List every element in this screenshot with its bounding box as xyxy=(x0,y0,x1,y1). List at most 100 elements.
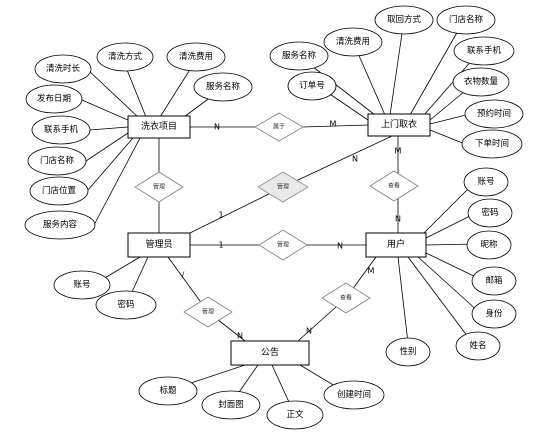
attr-pickup-service-name[interactable]: 服务名称 xyxy=(269,41,329,71)
rel-user-pickup[interactable]: 查看 xyxy=(369,170,419,202)
attr-laundry-service-content[interactable]: 服务内容 xyxy=(24,210,96,240)
card-admin-user-user: N xyxy=(337,242,343,251)
attr-user-email[interactable]: 邮箱 xyxy=(471,266,517,296)
attr-user-identity[interactable]: 身份 xyxy=(471,299,517,329)
entity-label: 管理员 xyxy=(145,238,172,250)
attribute-label: 密码 xyxy=(117,299,134,310)
attribute-label: 清洗方式 xyxy=(108,51,143,62)
entity-laundry-item[interactable]: 洗衣项目 xyxy=(127,115,191,139)
attr-pickup-wash-fee[interactable]: 清洗费用 xyxy=(323,27,383,57)
entity-label: 洗衣项目 xyxy=(141,120,177,132)
card-admin-notice-notice: N xyxy=(237,332,243,341)
entity-admin[interactable]: 管理员 xyxy=(127,232,191,258)
relationship-label: 查看 xyxy=(388,182,400,190)
attribute-label: 下单时间 xyxy=(475,138,509,149)
rel-admin-user[interactable]: 管理 xyxy=(258,229,308,261)
attribute-label: 服务内容 xyxy=(43,219,78,230)
attribute-label: 联系手机 xyxy=(467,45,502,56)
attribute-label: 清洗费用 xyxy=(179,51,213,62)
relationship-label: 管理 xyxy=(277,183,289,191)
card-user-notice-user: M xyxy=(368,267,375,276)
attr-laundry-wash-method[interactable]: 清洗方式 xyxy=(96,42,154,72)
attr-notice-created-time[interactable]: 创建时间 xyxy=(323,380,385,410)
rel-admin-pickup[interactable]: 管理 xyxy=(257,171,309,203)
attr-laundry-wash-duration[interactable]: 清洗时长 xyxy=(34,54,92,84)
attr-pickup-store-name[interactable]: 门店名称 xyxy=(436,5,496,35)
attr-notice-cover-image[interactable]: 封面图 xyxy=(201,390,261,420)
attribute-label: 清洗时长 xyxy=(46,63,81,74)
attr-laundry-store-name[interactable]: 门店名称 xyxy=(27,146,87,176)
card-belongs-pickup: M xyxy=(330,120,337,129)
entity-label: 用户 xyxy=(387,238,405,250)
card-pickup-user-pickup: M xyxy=(395,147,402,156)
attr-user-account[interactable]: 账号 xyxy=(463,167,509,197)
rel-user-notice[interactable]: 查看 xyxy=(321,282,371,314)
attr-user-gender[interactable]: 性别 xyxy=(385,337,431,367)
attribute-label: 取回方式 xyxy=(387,14,422,25)
attribute-label: 性别 xyxy=(399,346,416,357)
attr-pickup-contact-phone[interactable]: 联系手机 xyxy=(453,36,515,66)
attribute-label: 门店位置 xyxy=(42,185,77,196)
attribute-label: 发布日期 xyxy=(37,93,71,104)
rel-admin-notice[interactable]: 管理 xyxy=(183,296,233,328)
attribute-label: 账号 xyxy=(73,280,90,290)
entity-user[interactable]: 用户 xyxy=(365,232,427,258)
attr-user-password[interactable]: 密码 xyxy=(467,198,513,228)
attribute-label: 服务名称 xyxy=(206,81,241,92)
attr-laundry-store-location[interactable]: 门店位置 xyxy=(29,176,89,206)
attr-admin-account[interactable]: 账号 xyxy=(53,270,111,300)
entity-label: 上门取衣 xyxy=(381,118,417,130)
card-admin-user-admin: 1 xyxy=(218,241,223,250)
card-admin-pickup-pickup: N xyxy=(352,155,358,164)
attr-laundry-wash-fee[interactable]: 清洗费用 xyxy=(166,42,226,72)
attribute-label: 昵称 xyxy=(480,239,498,250)
attr-admin-password[interactable]: 密码 xyxy=(95,290,157,320)
attribute-label: 标题 xyxy=(159,385,177,396)
attribute-label: 密码 xyxy=(481,207,498,218)
attribute-label: 门店名称 xyxy=(449,14,484,25)
rel-belongs[interactable]: 属于 xyxy=(254,112,304,142)
relationship-label: 管理 xyxy=(277,241,289,249)
attribute-label: 封面图 xyxy=(218,399,244,410)
card-belongs-laundry: N xyxy=(214,123,220,132)
attribute-label: 正文 xyxy=(286,409,304,420)
relationship-label: 查看 xyxy=(340,294,352,302)
attr-pickup-clothes-count[interactable]: 衣物数量 xyxy=(452,67,510,97)
attribute-label: 预约时间 xyxy=(477,108,511,119)
attribute-label: 姓名 xyxy=(469,340,486,351)
attribute-label: 创建时间 xyxy=(337,389,371,400)
attribute-label: 服务名称 xyxy=(282,50,317,61)
attr-user-nickname[interactable]: 昵称 xyxy=(466,230,512,260)
entity-pickup[interactable]: 上门取衣 xyxy=(367,113,431,137)
cardinality-labels: N M 1 N M N 1 N / N M N xyxy=(182,120,402,341)
relationship-label: 管理 xyxy=(202,308,214,316)
entity-notice[interactable]: 公告 xyxy=(230,340,310,366)
attr-notice-title[interactable]: 标题 xyxy=(138,376,198,406)
card-admin-pickup-admin: 1 xyxy=(218,211,223,220)
attribute-label: 门店名称 xyxy=(40,155,75,166)
attr-laundry-contact-phone[interactable]: 联系手机 xyxy=(31,115,91,145)
attribute-label: 联系手机 xyxy=(44,124,79,135)
attribute-label: 清洗费用 xyxy=(336,36,370,47)
attribute-label: 身份 xyxy=(485,308,503,319)
relationship-label: 管理 xyxy=(153,183,165,191)
attr-laundry-service-name[interactable]: 服务名称 xyxy=(193,72,253,102)
attr-notice-body[interactable]: 正文 xyxy=(266,400,324,430)
rel-admin-laundry[interactable]: 管理 xyxy=(134,171,184,203)
card-pickup-user-user: N xyxy=(395,215,401,224)
attr-pickup-order-number[interactable]: 订单号 xyxy=(287,71,337,101)
entity-label: 公告 xyxy=(261,346,279,358)
card-admin-notice-admin: / xyxy=(182,271,185,280)
attr-pickup-order-time[interactable]: 下单时间 xyxy=(461,129,523,159)
attribute-label: 订单号 xyxy=(299,80,325,91)
attribute-label: 账号 xyxy=(477,177,494,187)
attribute-label: 衣物数量 xyxy=(464,76,499,87)
attr-pickup-appointment-time[interactable]: 预约时间 xyxy=(464,99,524,129)
attr-pickup-return-method[interactable]: 取回方式 xyxy=(374,5,434,35)
card-user-notice-notice: N xyxy=(306,327,312,336)
relationship-label: 属于 xyxy=(273,124,285,131)
attr-user-name[interactable]: 姓名 xyxy=(455,331,501,361)
attr-laundry-publish-date[interactable]: 发布日期 xyxy=(25,84,83,114)
attribute-label: 邮箱 xyxy=(485,275,503,286)
